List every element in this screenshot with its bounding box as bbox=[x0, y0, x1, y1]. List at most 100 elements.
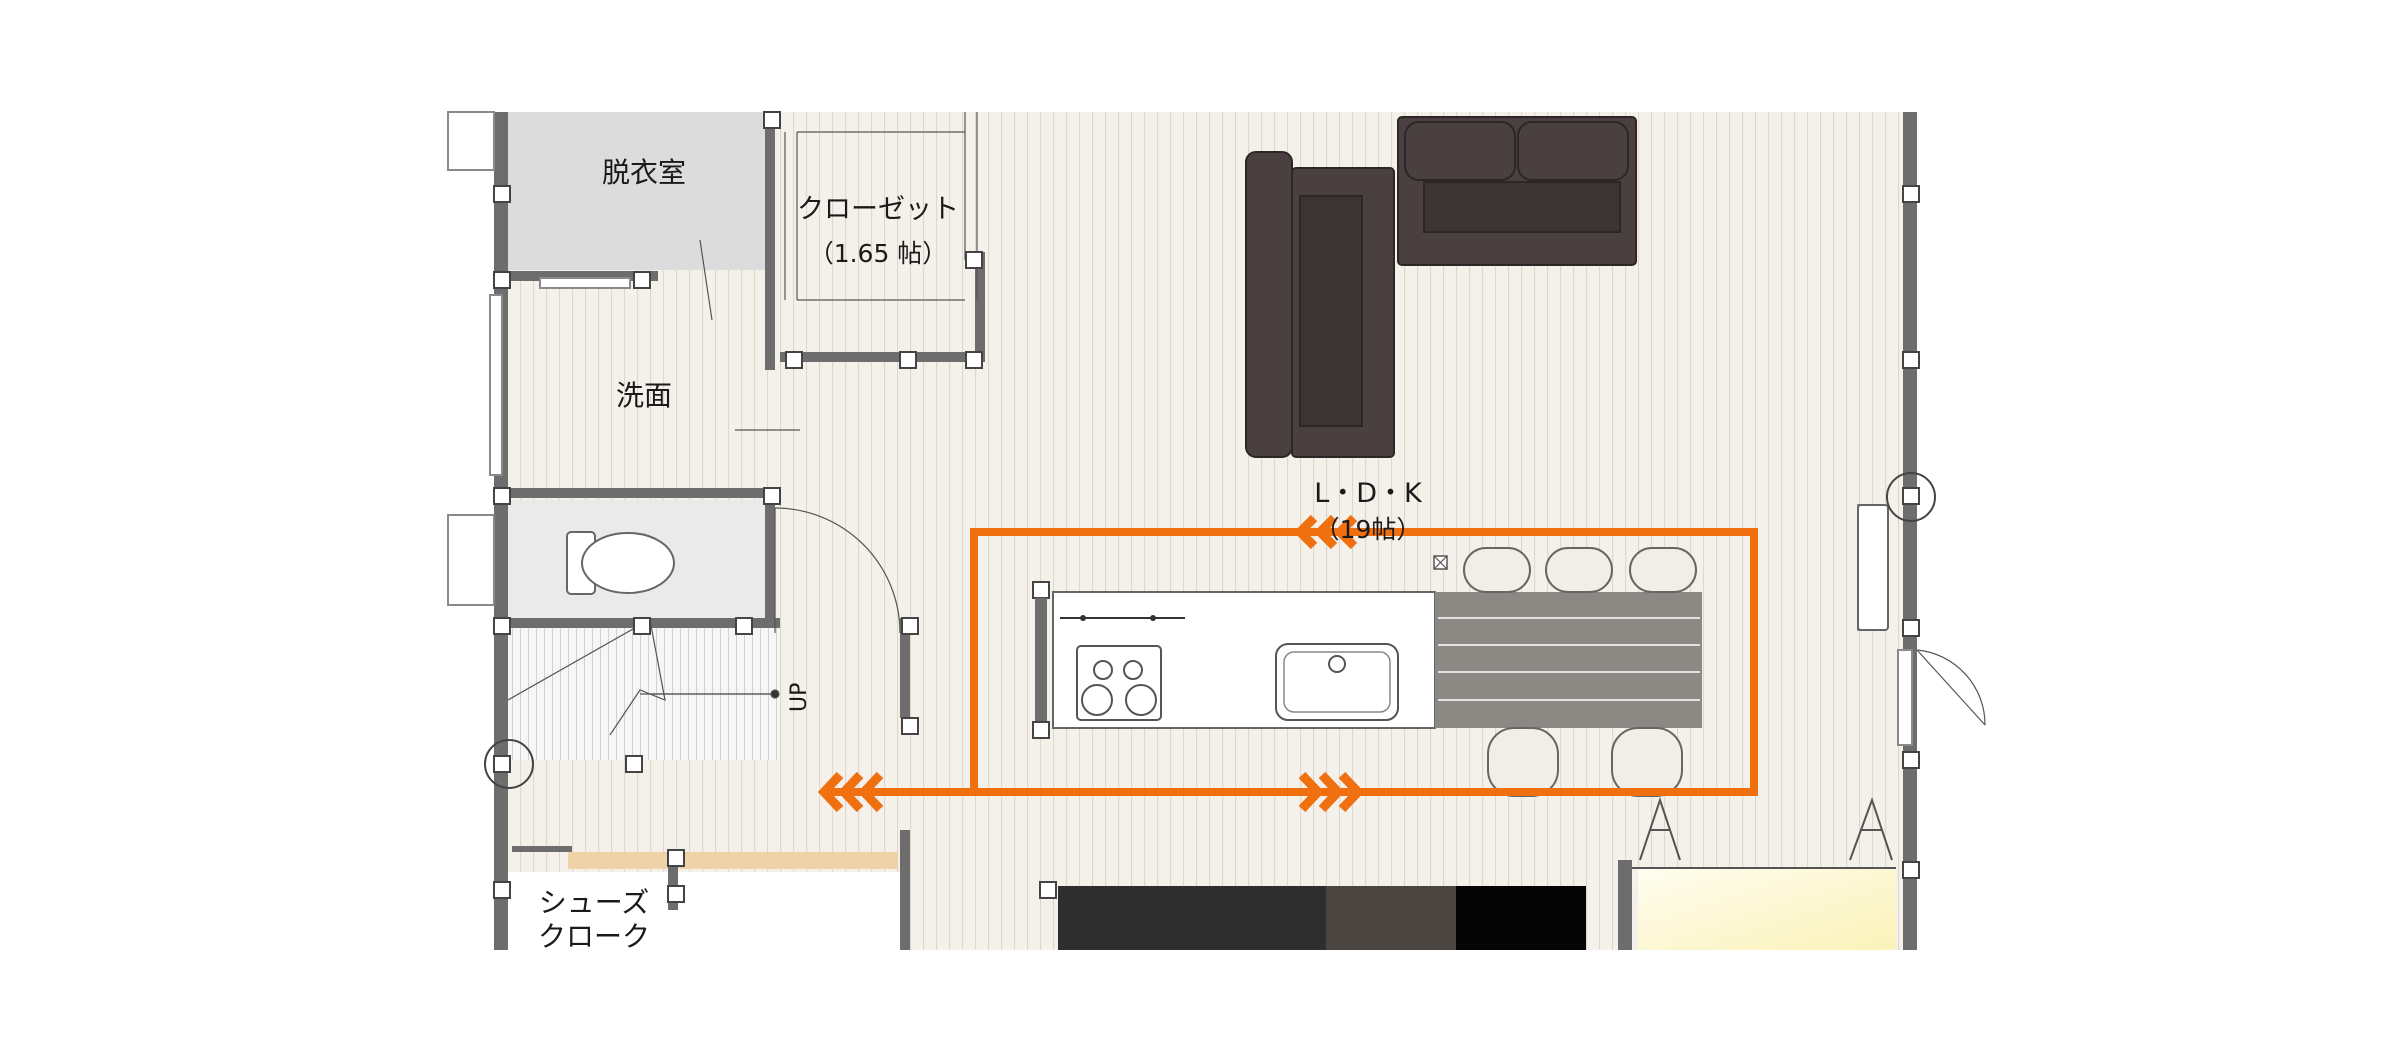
sink-drain bbox=[1328, 655, 1346, 673]
tv-board bbox=[1039, 881, 1586, 950]
stove-burner-4 bbox=[1125, 684, 1157, 716]
room-label-washroom: 洗面 bbox=[616, 379, 672, 412]
closet-floor bbox=[773, 112, 985, 362]
tv-board-right bbox=[1456, 886, 1586, 950]
balcony-light bbox=[1638, 868, 1896, 950]
column-marker-icon bbox=[965, 351, 983, 369]
window-right-door bbox=[1897, 649, 1913, 746]
wall-toilet-right bbox=[765, 488, 775, 628]
wall-cabinet bbox=[1857, 504, 1889, 631]
stair-break bbox=[609, 619, 666, 736]
column-marker-icon bbox=[493, 185, 511, 203]
kitchen-end-post-top bbox=[1032, 581, 1050, 599]
room-label-ldk-size: （19帖） bbox=[1315, 515, 1422, 544]
sofa-back-left bbox=[1245, 151, 1293, 458]
wall-stair-right bbox=[900, 618, 910, 718]
sofa-l bbox=[1245, 116, 1637, 458]
balcony-fixtures bbox=[1618, 796, 1896, 950]
stove-burner-3 bbox=[1081, 684, 1113, 716]
chair-top-2 bbox=[1545, 547, 1613, 593]
wash-door-2 bbox=[699, 239, 713, 321]
wall-closet-bottom bbox=[780, 352, 985, 362]
dressing-floor bbox=[508, 112, 765, 270]
chevron-right-icon bbox=[1318, 771, 1345, 813]
room-label-closet: クローゼット bbox=[797, 194, 959, 225]
easel-left bbox=[1639, 796, 1681, 861]
wall-partition-lower bbox=[900, 830, 910, 950]
easel-right bbox=[1849, 796, 1893, 861]
room-label-ldk: L・D・K bbox=[1314, 478, 1423, 509]
stove bbox=[1076, 645, 1162, 721]
room-label-shoe-closet-1: シューズ bbox=[539, 886, 650, 919]
column-marker-icon bbox=[493, 487, 511, 505]
column-marker-icon bbox=[493, 271, 511, 289]
column-marker-icon bbox=[1902, 861, 1920, 879]
chevron-group-top bbox=[1293, 514, 1358, 550]
tv-board-mid bbox=[1326, 886, 1456, 950]
wall-sliding-top bbox=[512, 846, 572, 852]
column-marker-icon bbox=[633, 271, 651, 289]
window-toilet bbox=[447, 514, 495, 606]
column-marker-icon bbox=[633, 617, 651, 635]
chevron-left-icon bbox=[817, 771, 844, 813]
door-arc-right bbox=[1916, 649, 1986, 726]
column-marker-circle-left bbox=[484, 739, 534, 789]
column-marker-icon bbox=[735, 617, 753, 635]
wood-shelf bbox=[568, 852, 898, 869]
tv-board-left bbox=[1058, 886, 1326, 950]
counter-dot-2 bbox=[1150, 615, 1156, 621]
kitchen-end-post-bottom bbox=[1032, 721, 1050, 739]
shoe-closet-floor bbox=[508, 872, 900, 950]
column-marker-icon bbox=[901, 617, 919, 635]
window-closet bbox=[539, 277, 631, 289]
stove-burner-1 bbox=[1093, 660, 1113, 680]
stair-edge bbox=[507, 624, 641, 701]
sofa-right-back-1 bbox=[1404, 121, 1516, 181]
washroom-floor bbox=[508, 282, 765, 490]
kitchen bbox=[1032, 581, 1436, 739]
room-label-closet-size: （1.65 帖） bbox=[809, 239, 948, 268]
chevron-group-bottom-right bbox=[1298, 771, 1365, 813]
sofa-cushion bbox=[1299, 195, 1363, 427]
wall-washroom-bottom bbox=[508, 488, 773, 498]
column-marker-icon bbox=[493, 755, 511, 773]
column-marker-icon bbox=[493, 881, 511, 899]
stove-burner-2 bbox=[1123, 660, 1143, 680]
counter-dot-1 bbox=[1080, 615, 1086, 621]
column-marker-icon bbox=[965, 251, 983, 269]
wall-dressing-bottom bbox=[508, 271, 658, 281]
chevron-left-icon bbox=[1313, 514, 1338, 550]
column-marker-icon bbox=[667, 849, 685, 867]
column-markers bbox=[493, 111, 1920, 903]
dining-table bbox=[1435, 592, 1702, 728]
wall-closet-right bbox=[975, 252, 985, 362]
chevron-left-icon bbox=[837, 771, 864, 813]
column-marker-icon bbox=[1902, 185, 1920, 203]
sofa-right-seat bbox=[1423, 181, 1621, 233]
chevron-left-icon bbox=[857, 771, 884, 813]
chevron-left-icon bbox=[1293, 514, 1318, 550]
column-marker-icon bbox=[1902, 351, 1920, 369]
stairs-up-label: UP bbox=[787, 683, 812, 712]
column-marker-icon bbox=[1902, 487, 1920, 505]
chevron-right-icon bbox=[1298, 771, 1325, 813]
kitchen-end-wall bbox=[1035, 598, 1047, 723]
sofa-right-back-2 bbox=[1517, 121, 1629, 181]
door-arc-toilet bbox=[774, 507, 901, 634]
room-label-shoe-closet-2: クローク bbox=[538, 920, 650, 953]
column-marker-small-x bbox=[1433, 555, 1448, 570]
column-marker-icon bbox=[763, 487, 781, 505]
chevron-right-icon bbox=[1338, 771, 1365, 813]
stairs bbox=[507, 619, 780, 736]
column-marker-icon bbox=[625, 755, 643, 773]
window-dressing bbox=[447, 111, 495, 171]
toilet-bowl bbox=[581, 532, 675, 594]
door-leaf-right bbox=[1916, 649, 1986, 726]
wall-shoe-post bbox=[668, 850, 678, 910]
room-label-dressing: 脱衣室 bbox=[602, 156, 686, 189]
column-marker-circle-right bbox=[1886, 472, 1936, 522]
wall-dressing-right bbox=[765, 112, 775, 370]
column-marker-circles bbox=[484, 472, 1936, 789]
chair-bottom-2 bbox=[1611, 727, 1683, 797]
